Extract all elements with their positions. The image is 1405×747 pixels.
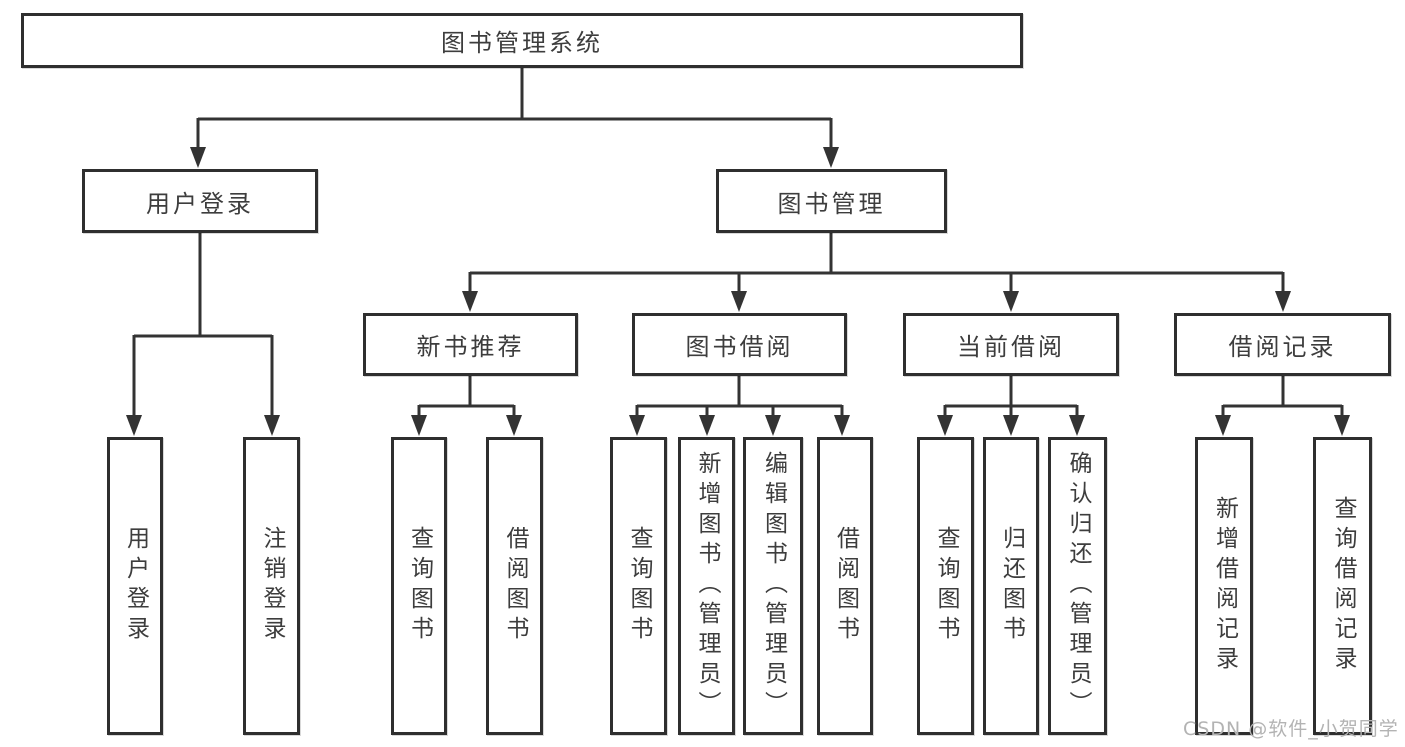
diagram-node-book-borrowing: 图书借阅 (632, 313, 847, 376)
diagram-leaf-edit-books-admin: 编辑图书（管理员） (743, 437, 803, 735)
diagram-node-borrowing-records: 借阅记录 (1174, 313, 1391, 376)
diagram-leaf-user-login: 用户登录 (107, 437, 163, 735)
diagram-node-root: 图书管理系统 (21, 13, 1023, 68)
diagram-leaf-confirm-return-admin: 确认归还（管理员） (1048, 437, 1107, 735)
diagram-leaf-query-borrow-record: 查询借阅记录 (1313, 437, 1372, 735)
watermark: CSDN @软件_小贺同学 (1183, 718, 1399, 740)
diagram-leaf-logout: 注销登录 (243, 437, 300, 735)
diagram-leaf-query-books-current: 查询图书 (917, 437, 974, 735)
diagram-leaf-add-books-admin: 新增图书（管理员） (678, 437, 735, 735)
diagram-leaf-query-books-borrowing: 查询图书 (610, 437, 667, 735)
diagram-node-new-book-recommend: 新书推荐 (363, 313, 578, 376)
diagram-leaf-borrow-books-recommend: 借阅图书 (486, 437, 543, 735)
diagram-node-book-management: 图书管理 (716, 169, 947, 233)
diagram-node-current-borrowing: 当前借阅 (903, 313, 1119, 376)
diagram-node-user-login: 用户登录 (82, 169, 318, 233)
diagram-leaf-borrow-books-borrowing: 借阅图书 (817, 437, 873, 735)
diagram-leaf-return-books: 归还图书 (983, 437, 1039, 735)
diagram-leaf-query-books-recommend: 查询图书 (391, 437, 447, 735)
diagram-leaf-add-borrow-record: 新增借阅记录 (1195, 437, 1253, 735)
